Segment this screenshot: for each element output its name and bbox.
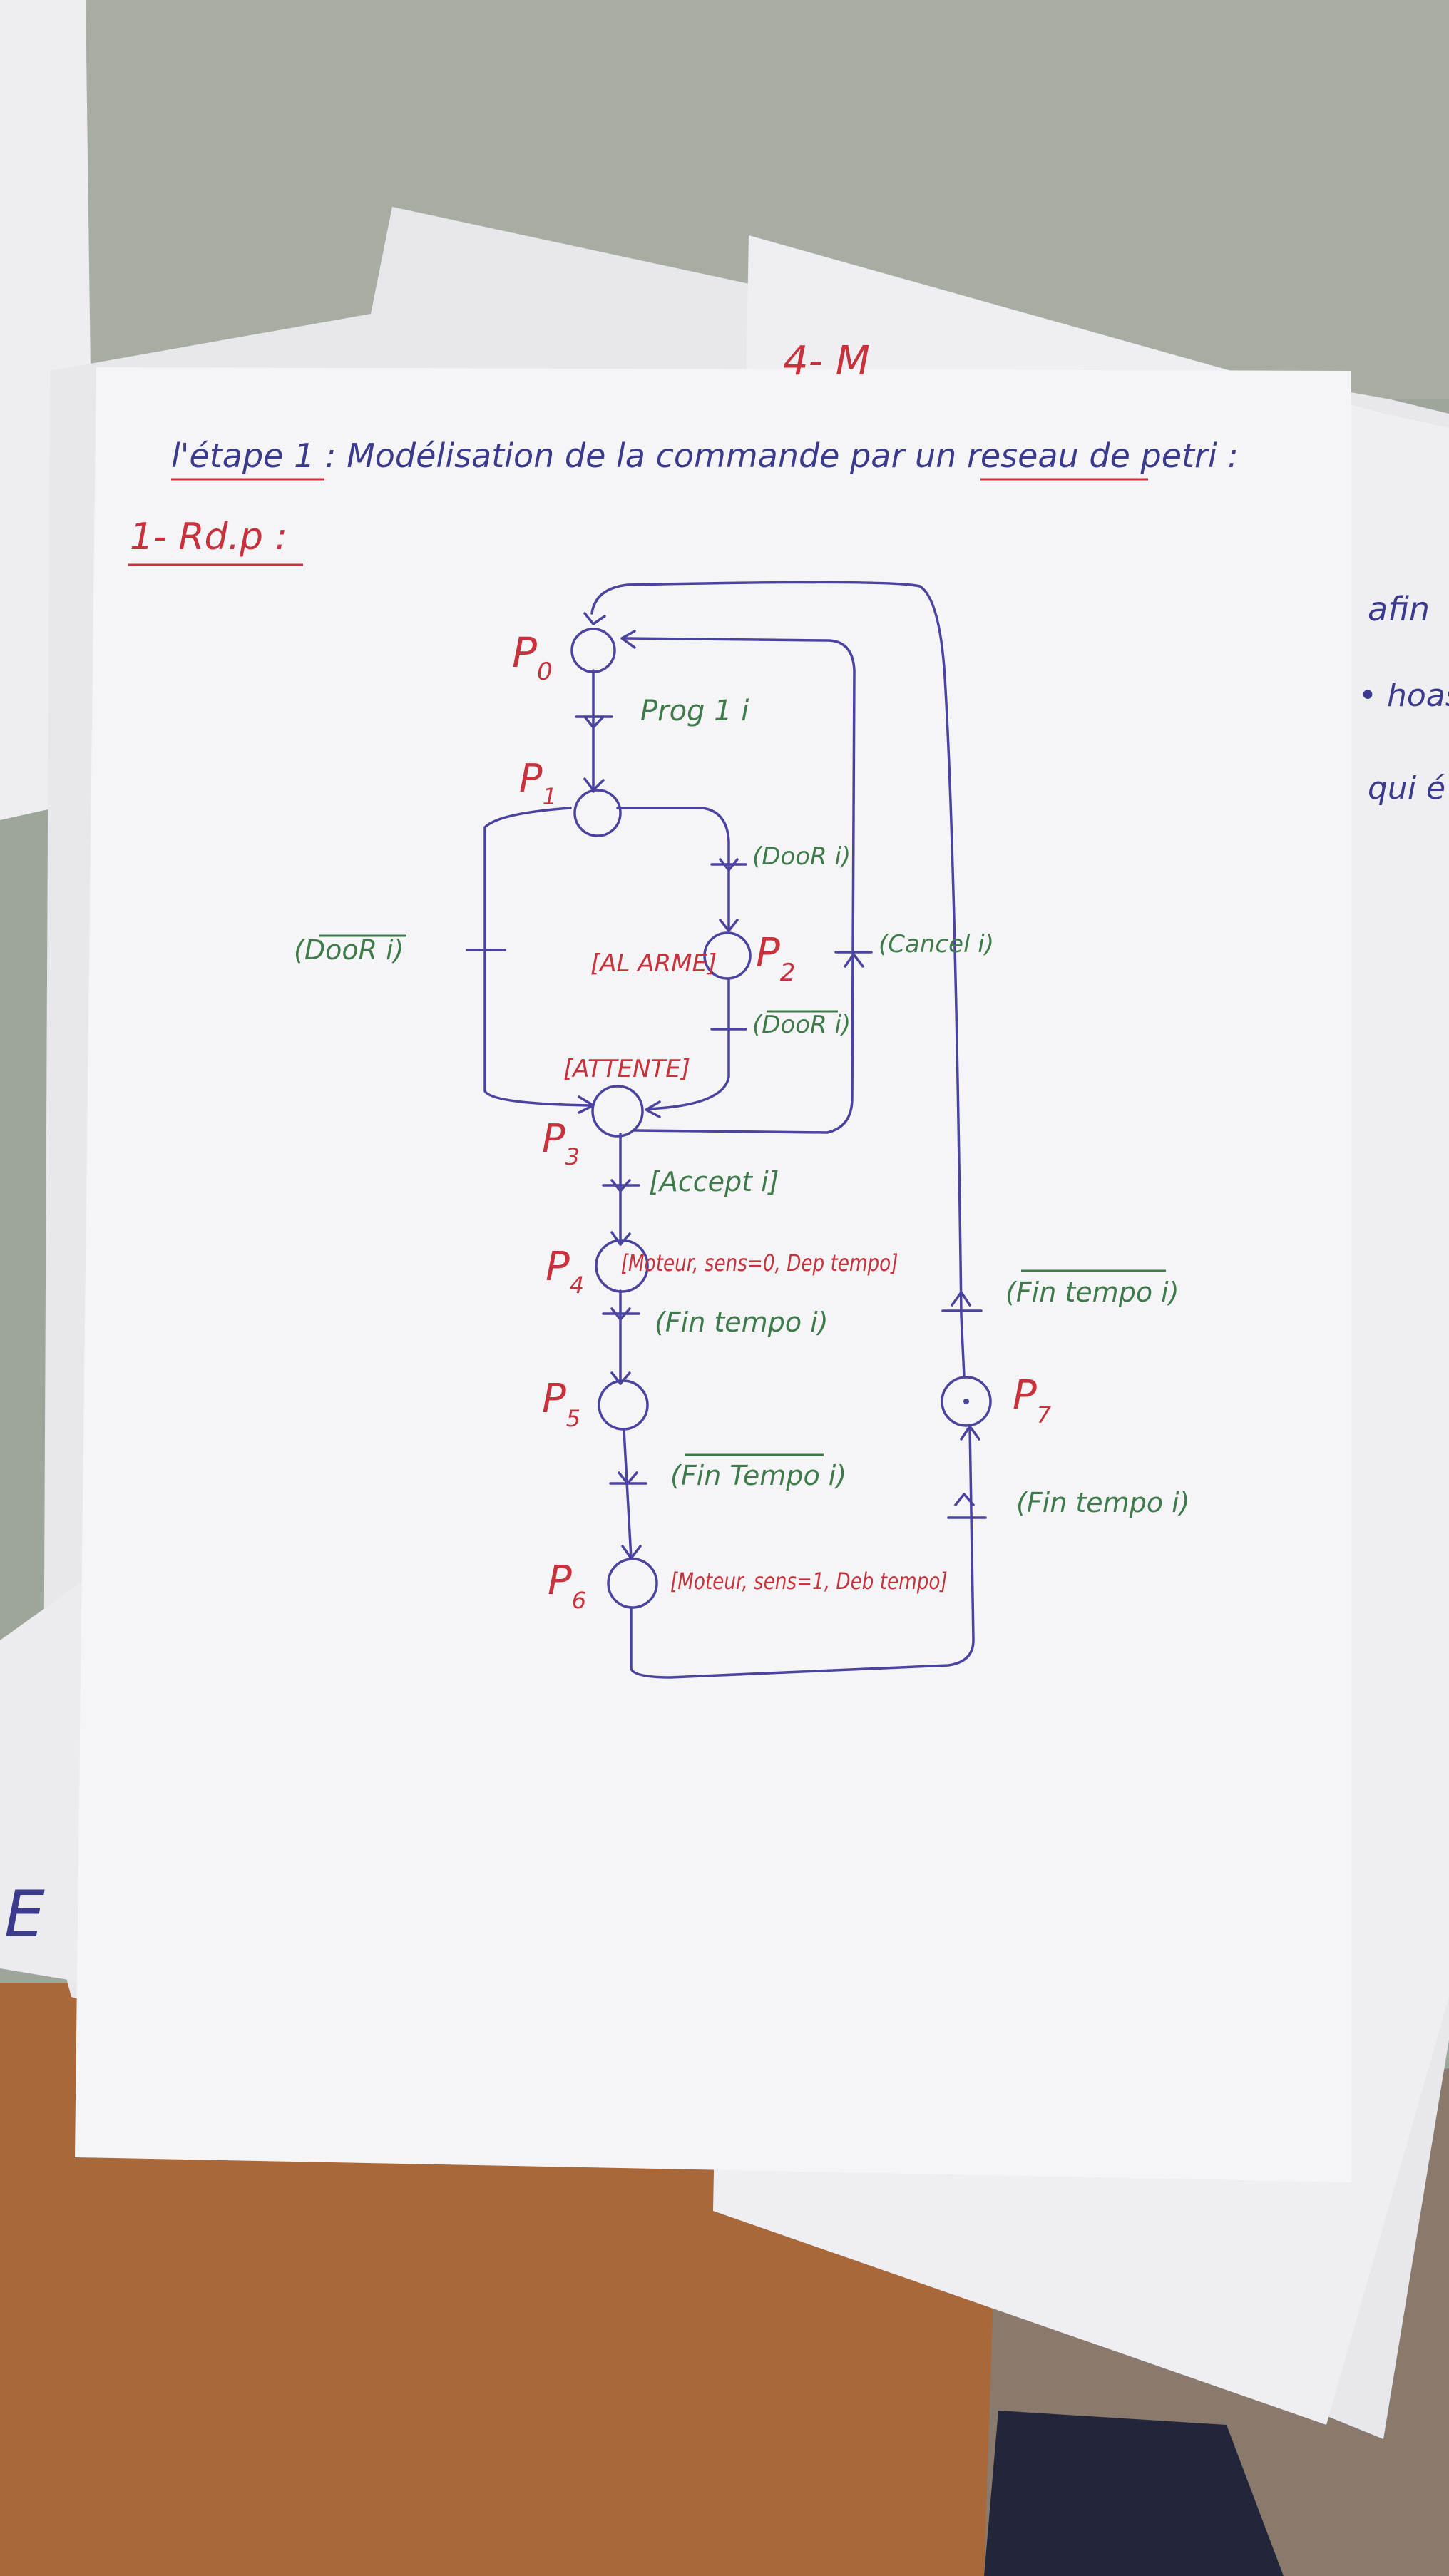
arc-p6-p7 bbox=[630, 1425, 975, 1679]
arrowhead-p0-p1-arc bbox=[583, 715, 605, 729]
arc-p5-p6 bbox=[623, 1428, 633, 1560]
label-p4: P4 bbox=[546, 1244, 584, 1299]
petri-transitions bbox=[466, 715, 987, 1519]
arrowhead-into-p0-right bbox=[620, 630, 636, 649]
arrowhead-p3-p4-arc bbox=[610, 1179, 631, 1192]
main-sheet bbox=[75, 367, 1351, 2182]
place-actions: [AL ARME] [ATTENTE] [Moteur, sens=0, Dep… bbox=[563, 949, 948, 1595]
label-p2: P2 bbox=[756, 930, 795, 987]
arc-p1-p3-left bbox=[483, 807, 593, 1107]
place-p5 bbox=[598, 1379, 649, 1431]
left-margin-letter: E bbox=[4, 1877, 45, 1952]
place-p2 bbox=[703, 931, 752, 980]
arrowhead-into-p2 bbox=[719, 919, 739, 932]
transition-conditions: Prog 1 i (DooR i) (DooR i) (DooR i) (Can… bbox=[294, 695, 1190, 1518]
petri-places bbox=[570, 628, 992, 1609]
place-p6 bbox=[607, 1558, 658, 1609]
cond-t70: (Fin tempo i) bbox=[1005, 1277, 1179, 1308]
arc-p7-p0 bbox=[590, 581, 966, 1378]
arrowhead-p7-arc bbox=[951, 1291, 971, 1307]
arrowhead-cancel-arc bbox=[844, 953, 864, 968]
arrowhead-p6-p7-arc bbox=[954, 1493, 975, 1506]
side-note-2: • hoas bbox=[1358, 678, 1449, 714]
cond-t12: (DooR i) bbox=[752, 842, 851, 871]
sheet-title: l'étape 1 : Modélisation de la commande … bbox=[171, 436, 1239, 475]
place-p3 bbox=[591, 1085, 644, 1138]
arrowhead-into-p0-top bbox=[583, 612, 606, 625]
paper-stack-left bbox=[0, 1569, 100, 1983]
place-p4 bbox=[595, 1239, 649, 1293]
action-p6: [Moteur, sens=1, Deb tempo] bbox=[670, 1568, 948, 1594]
label-p0: P0 bbox=[512, 628, 553, 686]
arrowhead-into-p3-right bbox=[645, 1100, 661, 1118]
token-p7 bbox=[963, 1399, 969, 1404]
action-p3: [ATTENTE] bbox=[563, 1055, 690, 1083]
cond-t30: (Cancel i) bbox=[879, 930, 994, 959]
cond-t34: [Accept i] bbox=[649, 1166, 779, 1197]
cond-t23: (DooR i) bbox=[752, 1011, 851, 1039]
place-p7 bbox=[941, 1376, 992, 1427]
label-p7: P7 bbox=[1013, 1372, 1052, 1428]
arc-p1-p2 bbox=[616, 807, 730, 932]
side-note-1: afin bbox=[1368, 590, 1430, 628]
arrowhead-p4-p5-arc bbox=[610, 1307, 631, 1321]
arc-p3-p0-cancel bbox=[623, 637, 856, 1134]
cond-t13: (DooR i) bbox=[294, 934, 404, 966]
arrowhead-p1-p2-arc bbox=[719, 858, 739, 872]
action-p4: [Moteur, sens=0, Dep tempo] bbox=[621, 1249, 898, 1276]
arrowhead-into-p5 bbox=[610, 1371, 631, 1385]
action-p2: [AL ARME] bbox=[590, 949, 717, 978]
back-sheet-heading: 4- M bbox=[783, 338, 870, 384]
cond-t01: Prog 1 i bbox=[640, 695, 749, 727]
section-heading: 1- Rd.p : bbox=[130, 516, 287, 558]
arrowhead-into-p4 bbox=[610, 1231, 631, 1246]
arc-p2-p3 bbox=[646, 978, 730, 1110]
side-note-3: qui é bbox=[1368, 770, 1445, 807]
petri-arcs bbox=[483, 581, 975, 1679]
cond-t45: (Fin tempo i) bbox=[655, 1307, 829, 1338]
label-p3: P3 bbox=[542, 1116, 580, 1170]
cond-t56: (Fin Tempo i) bbox=[670, 1460, 846, 1491]
label-p5: P5 bbox=[542, 1376, 580, 1432]
dark-object bbox=[984, 2411, 1284, 2576]
place-labels: P0 P1 P2 P3 P4 P5 P6 P7 bbox=[512, 628, 1052, 1614]
cond-t67: (Fin tempo i) bbox=[1016, 1487, 1190, 1518]
label-p6: P6 bbox=[548, 1558, 586, 1614]
label-p1: P1 bbox=[519, 756, 557, 810]
place-p1 bbox=[573, 789, 622, 837]
place-p0 bbox=[570, 628, 616, 673]
